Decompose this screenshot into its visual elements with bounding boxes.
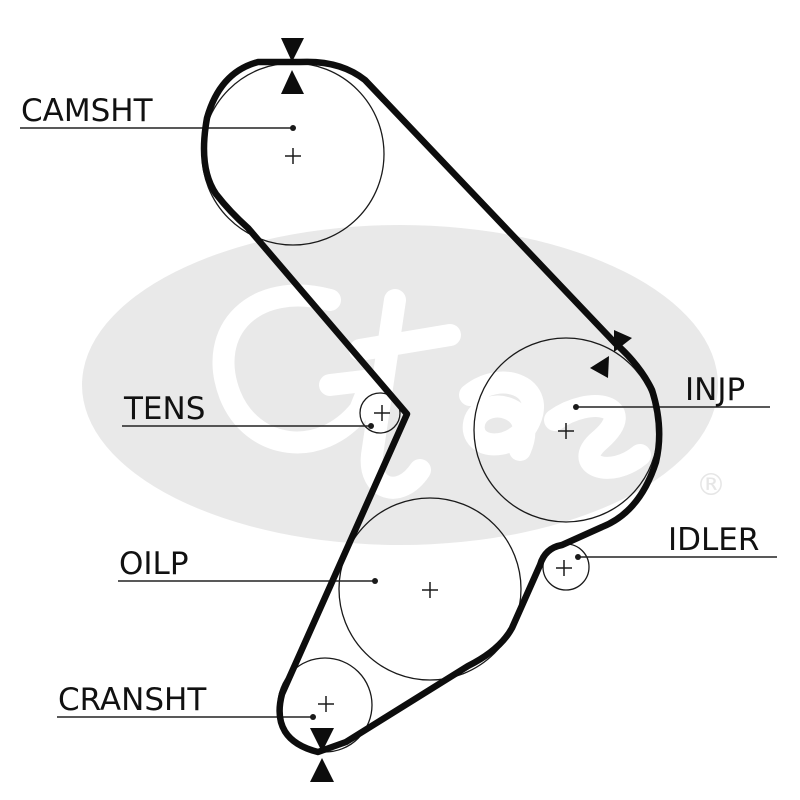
crankshaft-label: CRANSHT [58,682,207,718]
camshaft-label: CAMSHT [21,93,154,129]
tensioner-label: TENS [123,391,205,427]
crankshaft-timing-mark [310,728,334,782]
idler-leader-dot [575,554,581,560]
injection-pump-centre-cross [558,423,574,439]
injection-pump-leader-dot [573,404,579,410]
injection-pump-timing-mark [590,330,632,378]
camshaft-centre-cross [285,148,301,164]
camshaft-timing-mark [281,38,304,94]
crankshaft-centre-cross [318,696,334,712]
gates-watermark: ® [82,225,726,545]
injection-pump-mark-lower-triangle [590,356,609,378]
crankshaft-leader-dot [310,714,316,720]
camshaft-leader-dot [290,125,296,131]
injection-pump-mark-upper-triangle [614,330,632,352]
oil-pump-label: OILP [119,546,189,582]
watermark-registered-symbol: ® [696,468,726,503]
tensioner-leader-dot [368,423,374,429]
oil-pump-leader-dot [372,578,378,584]
camshaft-mark-lower-triangle [281,70,304,94]
idler-label: IDLER [668,522,759,558]
timing-belt [200,58,663,756]
watermark-script [212,284,651,499]
camshaft-mark-upper-triangle [281,38,304,62]
oil-pump-centre-cross [422,582,438,598]
idler-centre-cross [556,560,572,576]
crankshaft-mark-upper-triangle [310,728,334,752]
oil-pump-pulley [338,497,522,681]
injection-pump-label: INJP [685,372,745,408]
crankshaft-mark-lower-triangle [310,758,334,782]
tensioner-pulley [359,392,401,434]
tensioner-centre-cross [374,405,390,421]
